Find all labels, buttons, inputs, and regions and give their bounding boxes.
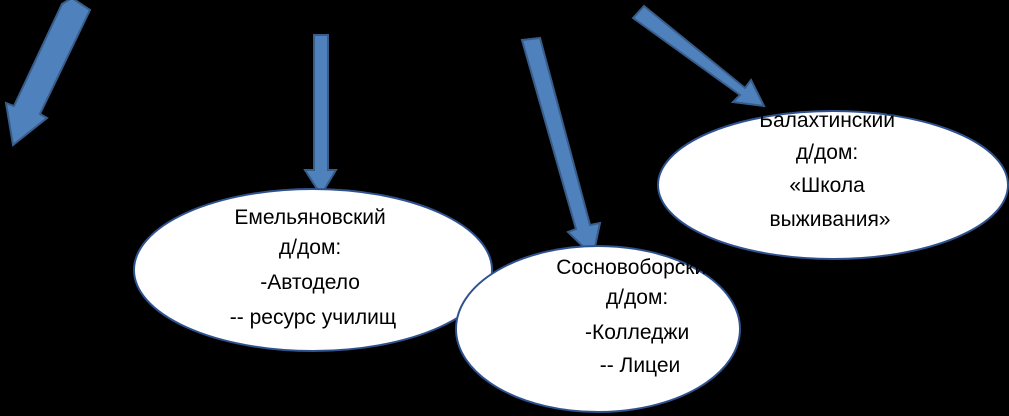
node-balakhtinsky-shape [657,110,1009,260]
node-emelyanovsky-line-2: д/дом: [279,236,341,259]
node-balakhtinsky-line-4: выживания» [769,208,890,231]
node-sosnovoborsky-line-2: д/дом: [606,286,668,309]
node-sosnovoborsky-line-3: -Колледжи [585,321,689,344]
node-balakhtinsky-line-1: Балахтинский [759,109,895,132]
node-emelyanovsky: Емельяновский д/дом: -Автодело -- ресурс… [133,188,493,352]
node-sosnovoborsky-text: Сосновоборский д/дом: -Колледжи -- Лицеи [556,256,724,377]
node-emelyanovsky-line-4: -- ресурс училищ [230,306,396,329]
node-balakhtinsky: Балахтинский д/дом: «Школа выживания» [657,109,1009,260]
node-emelyanovsky-line-1: Емельяновский [234,206,385,229]
node-sosnovoborsky-shape [455,245,741,413]
node-balakhtinsky-line-2: д/дом: [796,141,858,164]
node-sosnovoborsky-line-1: Сосновоборский [556,256,718,279]
arrow-to-emelyanovsky [303,34,338,197]
node-sosnovoborsky: Сосновоборский д/дом: -Колледжи -- Лицеи [455,245,741,413]
node-balakhtinsky-text: Балахтинский д/дом: «Школа выживания» [759,109,901,231]
node-emelyanovsky-shape [133,188,493,352]
node-sosnovoborsky-line-4: -- Лицеи [600,354,681,377]
arrow-to-balakhtinsky [631,4,766,108]
arrow-to-sosnovoborsky [520,36,602,258]
node-emelyanovsky-line-3: -Автодело [260,271,360,294]
arrow-to-left-offscreen [4,0,92,147]
arrows-layer [4,0,766,258]
node-balakhtinsky-line-3: «Школа [789,174,865,197]
node-emelyanovsky-text: Емельяновский д/дом: -Автодело -- ресурс… [230,206,396,329]
